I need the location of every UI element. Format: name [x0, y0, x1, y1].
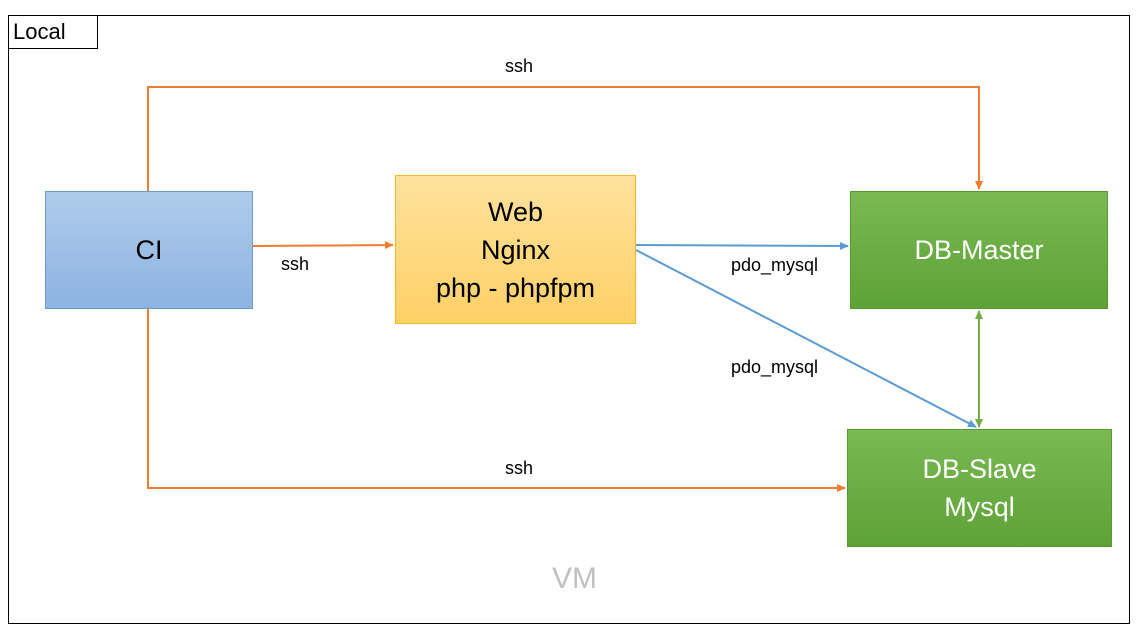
db-slave-node: DB-Slave Mysql [847, 429, 1112, 547]
ci-node: CI [45, 191, 253, 309]
db-slave-node-label-line2: Mysql [944, 492, 1015, 522]
edge-ci-to-master-label: ssh [505, 56, 534, 76]
db-slave-node-label-line1: DB-Slave [922, 454, 1037, 484]
edge-web-to-master-label: pdo_mysql [731, 255, 819, 275]
vm-boundary-frame [8, 15, 1130, 624]
ci-node-label: CI [135, 235, 163, 265]
web-node: Web Nginx php - phpfpm [395, 175, 636, 324]
web-node-label-line2: Nginx [480, 234, 551, 265]
edge-ci-to-web-label: ssh [281, 254, 310, 274]
web-node-label-line1: Web [487, 196, 544, 227]
edge-ci-to-slave [147, 309, 846, 492]
edge-ci-to-slave-label: ssh [505, 458, 534, 478]
vm-label: VM [552, 562, 597, 595]
db-master-node-label: DB-Master [914, 235, 1044, 265]
web-node-label-line3: php - phpfpm [435, 272, 596, 303]
edge-ci-to-web [252, 241, 394, 250]
edge-web-to-master [635, 241, 849, 250]
edge-web-to-slave [635, 249, 977, 428]
db-master-node: DB-Master [850, 191, 1108, 309]
edge-web-to-slave-label: pdo_mysql [731, 357, 819, 377]
local-label: Local [8, 15, 98, 49]
edge-ci-to-master [147, 86, 983, 191]
